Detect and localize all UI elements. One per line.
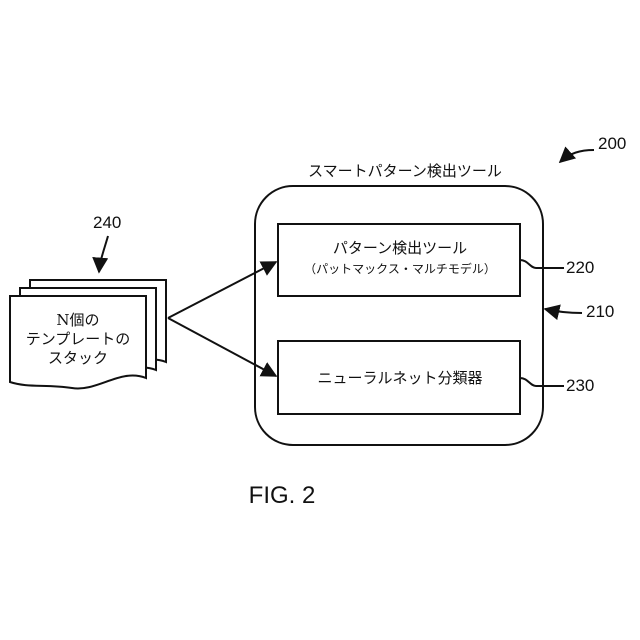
ref-200-arrow xyxy=(560,150,594,162)
ref-200-label: 200 xyxy=(598,134,626,153)
ref-220-label: 220 xyxy=(566,258,594,277)
ref-210-label: 210 xyxy=(586,302,614,321)
ref-240-label: 240 xyxy=(93,213,121,232)
stack-label-line1: N個の xyxy=(56,311,99,329)
ref-210-arrow xyxy=(545,309,582,313)
pattern-box-subtitle: （パットマックス・マルチモデル） xyxy=(304,261,496,276)
figure-caption: FIG. 2 xyxy=(249,482,316,509)
pattern-detection-box xyxy=(278,224,520,296)
neural-box-label: ニューラルネット分類器 xyxy=(317,369,482,387)
pattern-box-title: パターン検出ツール xyxy=(333,239,467,257)
stack-label-line3: スタック xyxy=(48,349,108,367)
ref-240-arrow xyxy=(99,236,108,272)
stack-label-line2: テンプレートの xyxy=(26,330,131,348)
tool-title: スマートパターン検出ツール xyxy=(308,162,502,180)
ref-230-label: 230 xyxy=(566,376,594,395)
template-stack: N個の テンプレートの スタック xyxy=(10,280,166,388)
